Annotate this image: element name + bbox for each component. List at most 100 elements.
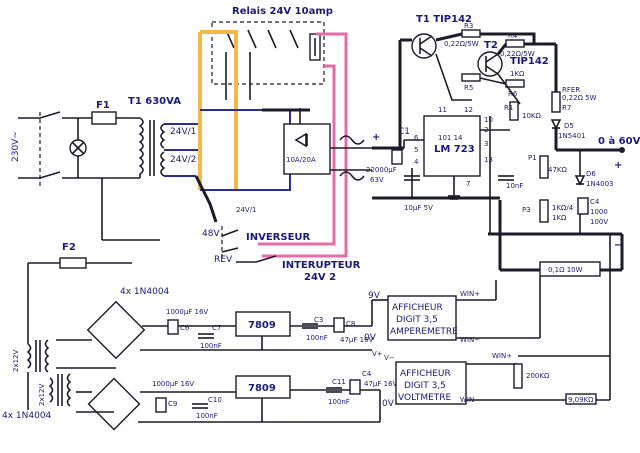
reg2-label: 7809 [248, 383, 276, 394]
plus-input: + [372, 132, 380, 143]
pin12: 12 [464, 106, 473, 114]
p3a-label: 1KΩ/4 [552, 204, 574, 212]
ic-lm723 [423, 115, 481, 177]
voltmeter-display [395, 361, 467, 405]
xfmr3-label: 2x12V [38, 383, 46, 406]
r4-value: 0,22Ω/5W [500, 50, 535, 58]
r7v-label: 0,22Ω 5W [562, 94, 597, 102]
c9-label: C9 [168, 400, 177, 408]
output-stage: R1 10KΩ RFER 0,22Ω 5W R7 D5 1N5401 0 à 6… [480, 42, 640, 277]
bridge-1 [86, 300, 146, 360]
xfmr2-label: 2x12V [12, 349, 20, 372]
afficheur1c-label: AMPEREMETRE [390, 327, 458, 337]
pin7: 7 [466, 180, 470, 188]
mains-label: 230V~ [11, 131, 21, 162]
relay-label: Relais 24V 10amp [232, 6, 333, 17]
afficheur2-label: AFFICHEUR [400, 369, 451, 379]
bridge2-label: 4x 1N4004 [2, 411, 52, 421]
transformer-label: T1 630VA [128, 96, 181, 107]
bridge-box [283, 123, 331, 175]
pin13: 13 [484, 156, 493, 164]
r3-value: 0,22Ω/5W [444, 40, 479, 48]
fuse-f1 [91, 111, 117, 125]
transistor-t2 [477, 51, 503, 77]
d5-value: 1N5401 [558, 132, 586, 140]
tap-label: 24V/1 [236, 206, 257, 214]
d5-label: D5 [564, 122, 574, 130]
regulator-7809-1 [235, 311, 291, 337]
resistor-divider [513, 363, 523, 389]
interrupteur-label: INTERUPTEUR [282, 260, 361, 271]
pin5: 5 [414, 146, 418, 154]
mains-input: 230V~ F1 [11, 100, 140, 186]
rdiv-label: 200KΩ [526, 372, 550, 380]
capacitor-c4 [577, 197, 589, 215]
d6-value: 1N4003 [586, 180, 614, 188]
pin4: 4 [414, 158, 419, 166]
win-plus-2: WIN+ [492, 352, 512, 360]
regulator-section: + C1 22000µF 63V C2 10µF 5V LM 723 101 1… [366, 106, 500, 212]
fuse-f2-label: F2 [62, 242, 76, 253]
p3-label: P3 [522, 206, 531, 214]
c11-label: C11 [332, 378, 346, 386]
c3-label: C3 [314, 316, 323, 324]
afficheur1b-label: DIGIT 3,5 [396, 315, 438, 325]
win-plus-1: WIN+ [460, 290, 480, 298]
v0-label-1: 0V [364, 333, 377, 343]
sec2-label: 24V/2 [170, 155, 196, 165]
r6-value: 1KΩ [510, 70, 525, 78]
pin11: 11 [438, 106, 447, 114]
r1-value: 10KΩ [522, 112, 541, 120]
c10-label: C10 [208, 396, 222, 404]
c8-value: 47µF 16V [340, 336, 374, 344]
fuse-f2 [59, 257, 87, 269]
capacitor-c8 [333, 317, 345, 333]
rev-label: REV [214, 255, 233, 265]
c12-value: 47µF 16V [364, 380, 398, 388]
pot-p3 [539, 199, 549, 223]
c2-value: 10µF 5V [404, 204, 433, 212]
afficheur1-label: AFFICHEUR [392, 303, 443, 313]
inverseur-label: INVERSEUR [246, 232, 311, 243]
c11-value: 100nF [328, 398, 350, 406]
r7a-label: RFER [562, 86, 580, 94]
r5-label: R5 [464, 84, 473, 92]
r4-label: R4 [508, 32, 518, 40]
v48-label: 48V [202, 229, 220, 239]
resistor-r5 [461, 73, 481, 82]
c6-label: C6 [180, 324, 190, 332]
main-transformer: T1 630VA 24V/1 24V/2 [128, 96, 200, 178]
out-plus: + [614, 160, 622, 171]
resistor-r6 [505, 79, 525, 88]
c3-value: 100nF [306, 334, 328, 342]
c7-value: 100nF [200, 342, 222, 350]
capacitor-c1 [391, 149, 403, 165]
afficheur2b-label: DIGIT 3,5 [404, 381, 446, 391]
switches: 24V/1 48V INVERSEUR REV INTERUPTEUR 24V … [202, 206, 361, 283]
ic-label: LM 723 [434, 144, 475, 155]
c6-value: 1000µF 16V [166, 308, 208, 316]
capacitor-c6 [167, 319, 179, 335]
relay-box [211, 21, 325, 85]
reg1-label: 7809 [248, 320, 276, 331]
sec1-label: 24V/1 [170, 127, 196, 137]
c1-value: 22000µF [366, 166, 397, 174]
rdiv2-label: 9,09KΩ [568, 396, 594, 404]
c4-value2: 100V [590, 218, 608, 226]
p1-value: 47KΩ [548, 166, 567, 174]
fuse-f1-label: F1 [96, 100, 110, 111]
v-minus-2: V− [384, 354, 395, 362]
pot-p1 [539, 155, 549, 179]
c5-label: 10nF [506, 182, 523, 190]
t2b-label: TIP142 [510, 56, 549, 67]
t1-label: T1 TIP142 [416, 14, 472, 25]
pin6: 6 [414, 134, 419, 142]
aux-supply-2: 2x12V 4x 1N4004 C9 1000µF 16V C10 100nF … [2, 234, 611, 431]
v9-label-1: 9V [368, 291, 381, 301]
afficheur2c-label: VOLTMETRE [398, 393, 452, 403]
relay: Relais 24V 10amp [211, 6, 333, 100]
c4-value: 1000 [590, 208, 608, 216]
bridge1-label: 4x 1N4004 [120, 287, 170, 297]
c1-label: C1 [398, 127, 410, 137]
main-bridge: 10A/20A [283, 108, 372, 181]
